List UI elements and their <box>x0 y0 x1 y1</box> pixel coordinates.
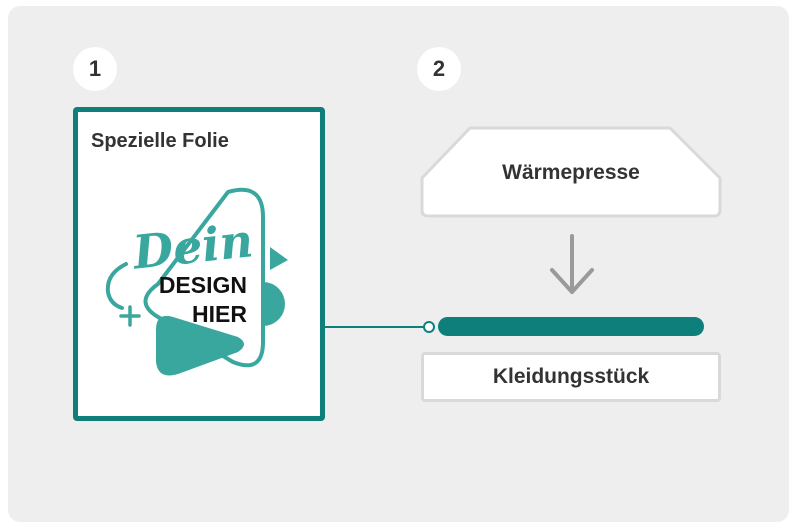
small-triangle-shape <box>270 247 288 270</box>
design-word-hier: HIER <box>192 301 247 327</box>
design-graphic: Dein DESIGN HIER <box>105 187 288 376</box>
triangle-outline-shape <box>143 187 265 368</box>
garment-box: Kleidungsstück <box>421 352 721 402</box>
design-word-dein: Dein <box>129 213 256 279</box>
step-badge-2: 2 <box>417 47 461 91</box>
step-badge-1: 1 <box>73 47 117 91</box>
left-arc-shape <box>105 262 128 310</box>
heat-press-label: Wärmepresse <box>502 161 640 184</box>
garment-label: Kleidungsstück <box>492 365 650 388</box>
half-circle-shape <box>263 282 285 326</box>
teal-blob-shape <box>156 315 244 376</box>
foil-card: Spezielle Folie Dein DESIGN HIER <box>73 107 325 421</box>
design-word-design: DESIGN <box>159 272 247 298</box>
step-number-2: 2 <box>432 56 446 81</box>
foil-title: Spezielle Folie <box>91 130 229 152</box>
step-number-1: 1 <box>88 56 102 81</box>
plus-icon <box>119 305 141 327</box>
